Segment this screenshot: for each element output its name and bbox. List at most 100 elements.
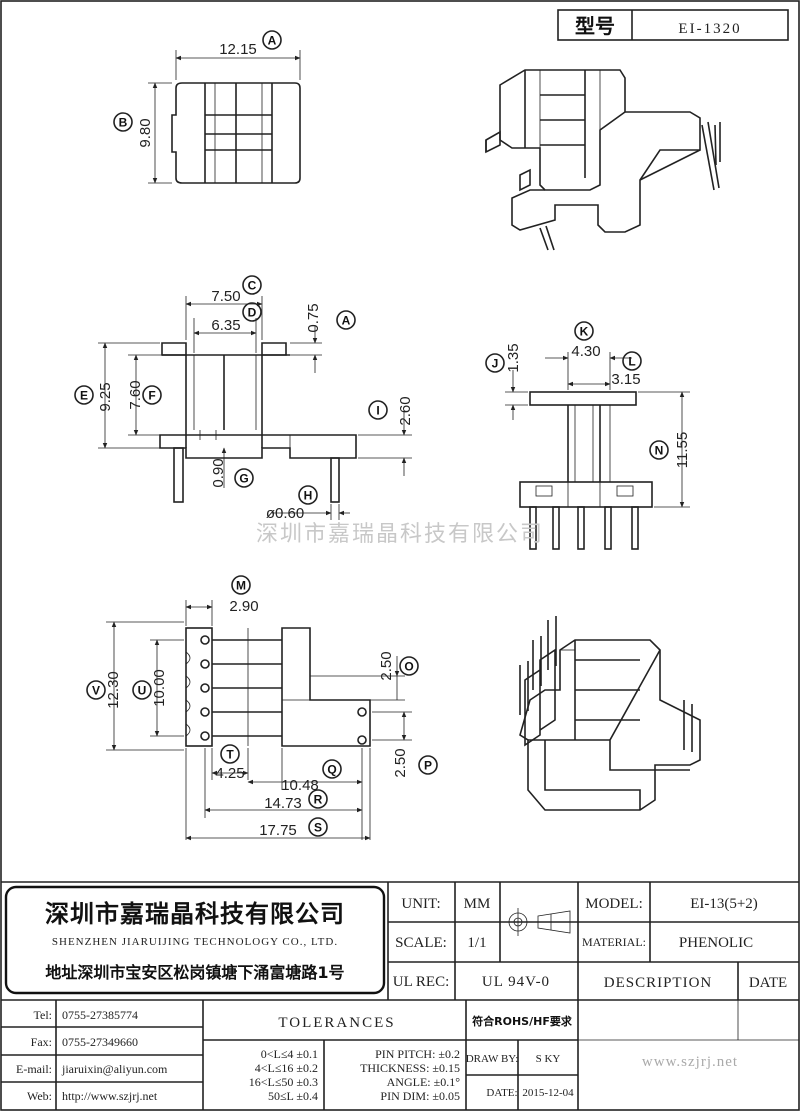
- unit-value: MM: [464, 896, 491, 912]
- letter-i: I: [368, 400, 388, 420]
- svg-text:O: O: [404, 660, 413, 674]
- letter-t: T: [220, 744, 240, 764]
- svg-text:C: C: [248, 279, 257, 293]
- email-value[interactable]: jiaruixin@aliyun.com: [61, 1062, 168, 1076]
- dim-front-d: 6.35: [211, 317, 240, 334]
- scale-value: 1/1: [467, 935, 486, 951]
- dim-side-k: 4.30: [571, 343, 600, 360]
- dim-side-l: 3.15: [611, 371, 640, 388]
- svg-text:L: L: [628, 355, 635, 369]
- svg-text:G: G: [239, 472, 248, 486]
- letter-u: U: [132, 680, 152, 700]
- svg-text:M: M: [236, 579, 246, 593]
- dim-front-i: 2.60: [397, 396, 414, 425]
- letter-v: V: [86, 680, 106, 700]
- reference-letters: A B C D A E F I G H K J L N M V U O P T …: [74, 30, 669, 837]
- draw-label: DRAW BY:: [466, 1053, 519, 1065]
- letter-k: K: [574, 321, 594, 341]
- date2-label: DATE:: [486, 1087, 517, 1099]
- date-header: DATE: [749, 975, 787, 991]
- letter-a2: A: [336, 310, 356, 330]
- svg-text:F: F: [148, 389, 155, 403]
- letter-o: O: [399, 656, 419, 676]
- tol-row-2: 4<L≤16 ±0.2: [255, 1061, 318, 1075]
- ulrec-value: UL 94V-0: [482, 974, 550, 990]
- svg-text:U: U: [138, 684, 147, 698]
- svg-text:R: R: [314, 793, 323, 807]
- email-label: E-mail:: [16, 1062, 52, 1076]
- dim-top-height: 9.80: [137, 118, 154, 147]
- svg-text:B: B: [119, 116, 128, 130]
- company-name-cn: 深圳市嘉瑞晶科技有限公司: [45, 900, 345, 928]
- svg-text:A: A: [342, 314, 351, 328]
- front-view: 7.50 6.35 0.75 9.25 7.60 2.60 0.90 ø0.60: [97, 288, 414, 522]
- web-label: Web:: [27, 1089, 52, 1103]
- letter-c: C: [242, 275, 262, 295]
- svg-text:Q: Q: [327, 763, 336, 777]
- ulrec-label: UL REC:: [393, 974, 450, 990]
- dim-bot-o: 2.50: [378, 651, 395, 680]
- svg-text:D: D: [248, 306, 257, 320]
- letter-e: E: [74, 385, 94, 405]
- svg-text:K: K: [580, 325, 589, 339]
- draw-value: S KY: [536, 1053, 561, 1065]
- unit-label: UNIT:: [401, 896, 440, 912]
- svg-text:A: A: [268, 34, 277, 48]
- tol2-row-3: ANGLE: ±0.1°: [387, 1075, 461, 1089]
- tol2-row-4: PIN DIM: ±0.05: [380, 1089, 460, 1103]
- svg-text:T: T: [226, 748, 234, 762]
- material-value: PHENOLIC: [679, 935, 753, 951]
- dim-bot-u: 10.00: [151, 669, 168, 707]
- tol2-row-1: PIN PITCH: ±0.2: [375, 1047, 460, 1061]
- letter-h: H: [298, 485, 318, 505]
- svg-text:J: J: [492, 357, 499, 371]
- model-value: EI-13(5+2): [690, 896, 758, 912]
- dim-bot-t: 4.25: [215, 765, 244, 782]
- letter-b: B: [113, 112, 133, 132]
- dim-bot-v: 12.30: [105, 671, 122, 709]
- dim-front-e: 9.25: [97, 382, 114, 411]
- letter-n: N: [649, 440, 669, 460]
- svg-text:N: N: [655, 444, 664, 458]
- letter-g: G: [234, 468, 254, 488]
- dim-bot-m: 2.90: [229, 598, 258, 615]
- letter-j: J: [485, 353, 505, 373]
- side-view: 4.30 3.15 1.35 11.55: [505, 343, 691, 550]
- tol2-row-2: THICKNESS: ±0.15: [360, 1061, 460, 1075]
- svg-text:P: P: [424, 759, 432, 773]
- tol-row-3: 16<L≤50 ±0.3: [249, 1075, 318, 1089]
- company-address: 地址深圳市宝安区松岗镇塘下涌富塘路1号: [45, 963, 344, 982]
- svg-text:S: S: [314, 821, 322, 835]
- description-label: DESCRIPTION: [604, 975, 713, 991]
- letter-f: F: [142, 385, 162, 405]
- dim-front-h: ø0.60: [266, 505, 304, 522]
- letter-q: Q: [322, 759, 342, 779]
- website-large: www.szjrj.net: [642, 1054, 738, 1070]
- dim-side-j: 1.35: [505, 343, 522, 372]
- svg-text:V: V: [92, 684, 100, 698]
- letter-s: S: [308, 817, 328, 837]
- date2-value: 2015-12-04: [522, 1087, 574, 1099]
- title-block: 深圳市嘉瑞晶科技有限公司 SHENZHEN JIARUIJING TECHNOL…: [1, 881, 799, 1110]
- dim-front-f: 7.60: [127, 380, 144, 409]
- svg-text:H: H: [304, 489, 313, 503]
- dim-front-g: 0.90: [210, 458, 227, 487]
- company-name-en: SHENZHEN JIARUIJING TECHNOLOGY CO., LTD.: [52, 936, 338, 948]
- dim-bot-q: 10.48: [281, 777, 319, 794]
- letter-p: P: [418, 755, 438, 775]
- tol-row-1: 0<L≤4 ±0.1: [261, 1047, 318, 1061]
- tel-value: 0755-27385774: [62, 1008, 138, 1022]
- web-value[interactable]: http://www.szjrj.net: [62, 1089, 158, 1103]
- fax-label: Fax:: [31, 1035, 52, 1049]
- letter-l: L: [622, 351, 642, 371]
- dim-bot-s: 17.75: [259, 822, 297, 839]
- letter-d: D: [242, 302, 262, 322]
- dim-bot-p: 2.50: [392, 748, 409, 777]
- rohs-note: 符合ROHS/HF要求: [472, 1014, 573, 1028]
- dim-front-a: 0.75: [305, 303, 322, 332]
- letter-m: M: [231, 575, 251, 595]
- tel-label: Tel:: [34, 1008, 53, 1022]
- iso-view-top: [485, 69, 721, 251]
- model-label: MODEL:: [585, 896, 643, 912]
